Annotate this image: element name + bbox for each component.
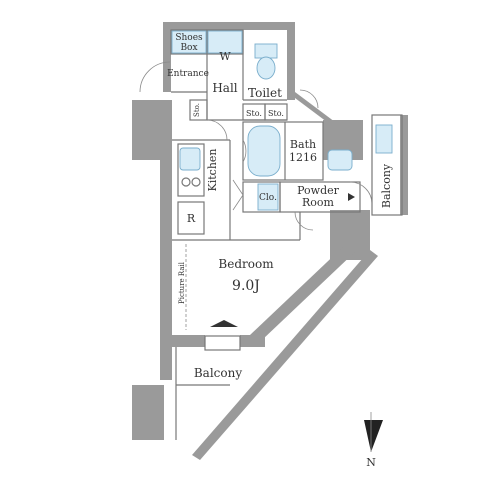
interior-lines: [139, 29, 403, 440]
label-toilet: Toilet: [248, 86, 282, 100]
label-picture-rail: Picture Rail: [178, 261, 186, 304]
label-sto-1: Sto.: [193, 103, 201, 117]
label-hall: Hall: [212, 81, 237, 95]
label-balcony-east: Balcony: [380, 163, 393, 208]
label-bedroom-size: 9.0J: [232, 278, 260, 294]
bathtub-fixture: [247, 125, 281, 177]
shoes-box-fixture: [171, 30, 207, 54]
label-room: Room: [302, 196, 335, 209]
label-shoes: Shoes: [175, 33, 203, 43]
kitchen-sink-fixture: [179, 147, 201, 171]
room-labels: Shoes Box W Entrance Hall Toilet Sto. St…: [167, 33, 393, 380]
wardrobe-fixture: [207, 30, 243, 54]
label-kitchen: Kitchen: [206, 149, 219, 192]
compass-label: N: [366, 456, 376, 469]
stove-icon: [181, 177, 201, 187]
label-sto-2: Sto.: [246, 109, 262, 118]
label-powder: Powder: [297, 184, 340, 197]
label-balcony-south: Balcony: [194, 366, 242, 380]
label-entrance: Entrance: [167, 69, 209, 79]
label-bedroom: Bedroom: [218, 257, 274, 271]
fixtures: [171, 30, 393, 327]
arrow-icon: [348, 193, 355, 201]
compass: N: [364, 412, 383, 469]
label-w: W: [219, 50, 231, 63]
toilet-tank-fixture: [254, 43, 278, 59]
balcony-unit-fixture: [375, 124, 393, 154]
window-marker-icon: [210, 320, 238, 327]
walls: [132, 22, 408, 460]
label-clo: Clo.: [259, 193, 277, 203]
north-arrow-icon: [364, 420, 383, 452]
label-fridge: R: [187, 212, 196, 225]
washbasin-fixture: [327, 149, 353, 171]
toilet-bowl-fixture: [256, 56, 276, 80]
label-sto-3: Sto.: [268, 109, 284, 118]
closet-fixture: [257, 183, 279, 211]
label-bath: Bath: [290, 138, 316, 151]
label-bath-size: 1216: [289, 151, 317, 164]
label-box: Box: [180, 43, 197, 53]
